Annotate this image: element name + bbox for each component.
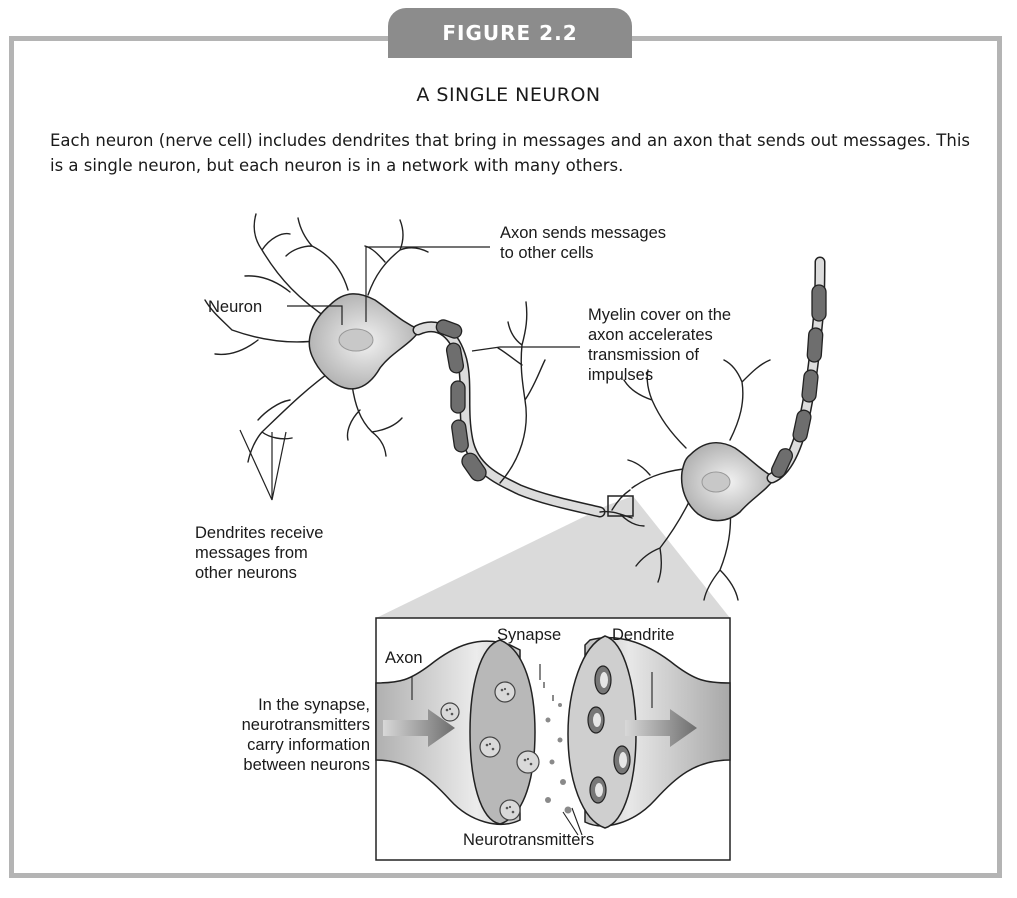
neuron-label: Neuron <box>208 297 262 317</box>
myelin-label: Myelin cover on the axon accelerates tra… <box>588 305 731 385</box>
neurotransmitters-label: Neurotransmitters <box>463 830 594 850</box>
synapse-note-label: In the synapse, neurotransmitters carry … <box>200 695 370 775</box>
neuron-2-nucleus <box>702 472 730 492</box>
inset-dendrite-label: Dendrite <box>612 625 674 645</box>
dendrites-label: Dendrites receive messages from other ne… <box>195 523 323 583</box>
neuron-1-nucleus <box>339 329 373 351</box>
zoom-cone <box>376 496 730 618</box>
inset-axon-label: Axon <box>385 648 423 668</box>
leader-lines <box>240 247 580 500</box>
inset-synapse-label: Synapse <box>497 625 561 645</box>
axon-sends-label: Axon sends messages to other cells <box>500 223 666 263</box>
